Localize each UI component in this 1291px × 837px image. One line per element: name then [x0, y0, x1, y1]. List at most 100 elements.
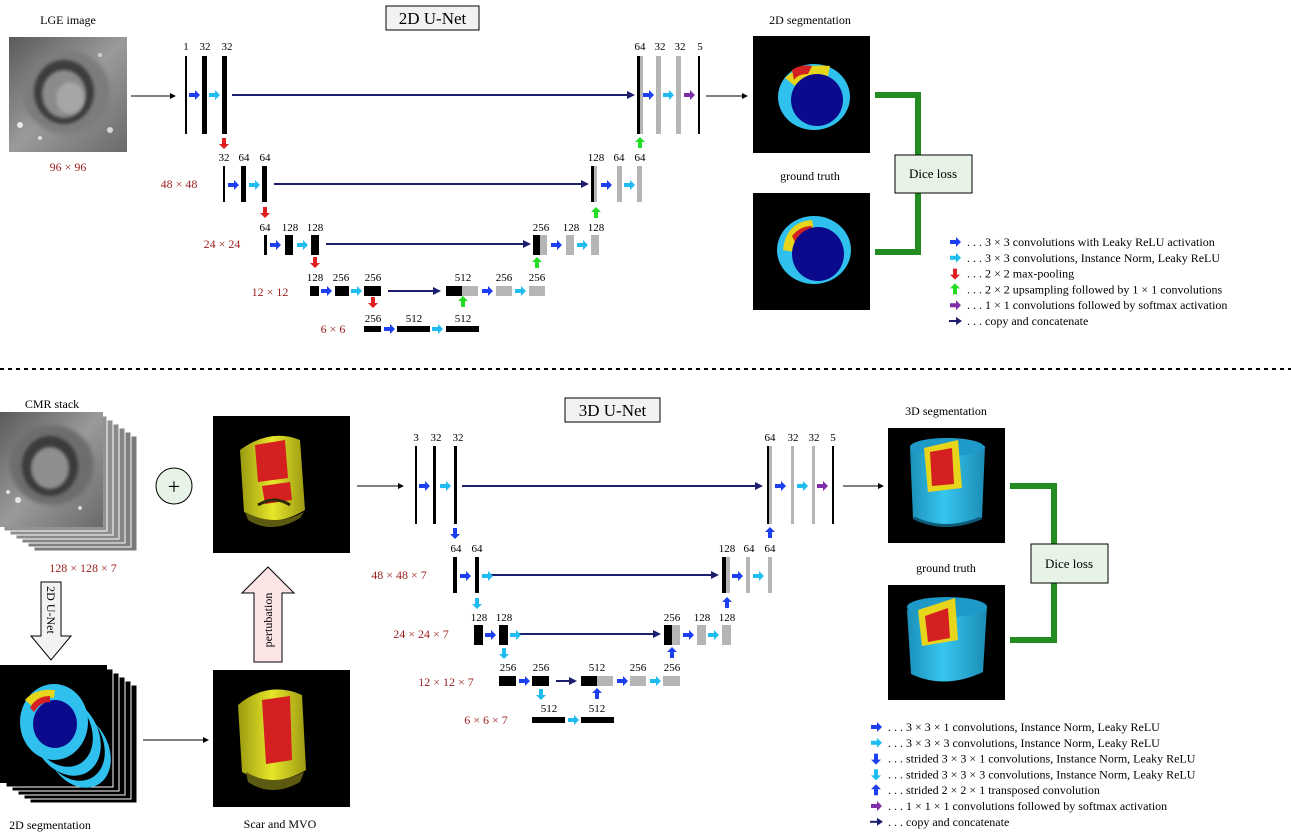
operation-arrow-icon — [384, 324, 395, 334]
unet2d-arrow-label: 2D U-Net — [44, 586, 58, 634]
operation-arrow-icon — [485, 630, 496, 640]
dec0-ch-2: 32 — [655, 41, 666, 53]
operation-arrow-icon — [635, 137, 645, 148]
operation-arrow-icon — [189, 90, 200, 100]
lge-image-label: LGE image — [40, 13, 96, 27]
dec0-ch-1: 64 — [635, 41, 647, 53]
legend-arrow-icon — [950, 300, 961, 311]
dec3-ch-3: 256 — [529, 272, 546, 284]
scale-24-3d: 24 × 24 × 7 — [393, 627, 449, 641]
enc3-ch-3: 256 — [365, 272, 382, 284]
operation-arrow-icon — [624, 180, 635, 190]
copy-arrow-icon — [877, 817, 883, 826]
scar-perturbed-image — [213, 416, 350, 553]
operation-arrow-icon — [577, 240, 588, 250]
operation-arrow-icon — [419, 481, 430, 491]
legend-item-label: . . . 3 × 3 × 1 convolutions, Instance N… — [888, 720, 1160, 734]
legend-arrow-icon — [871, 769, 881, 781]
enc0-ch-2: 32 — [200, 41, 211, 53]
operation-arrow-icon — [515, 286, 526, 296]
dec3-ch-2: 256 — [496, 272, 513, 284]
legend-item-label: . . . 3 × 3 convolutions with Leaky ReLU… — [967, 235, 1215, 249]
legend-top: . . . 3 × 3 convolutions with Leaky ReLU… — [949, 235, 1227, 328]
operation-arrow-icon — [432, 324, 443, 334]
legend-arrow-icon — [871, 722, 882, 732]
legend-item-label: . . . strided 3 × 3 × 3 convolutions, In… — [888, 767, 1196, 781]
seg3d-label: 3D segmentation — [905, 404, 987, 418]
dec1-3d-ch-2: 64 — [744, 543, 756, 555]
operation-arrow-icon — [270, 240, 281, 250]
seg2d-stack — [0, 665, 138, 804]
enc0-3d-ch-1: 3 — [413, 432, 419, 444]
legend-item-label: . . . 3 × 3 convolutions, Instance Norm,… — [967, 251, 1220, 265]
dice-loss-top: Dice loss — [909, 166, 957, 181]
stack-size: 128 × 128 × 7 — [49, 561, 117, 575]
plus-symbol: + — [168, 474, 180, 499]
legend-item-label: . . . strided 3 × 3 × 1 convolutions, In… — [888, 752, 1196, 766]
gt2d-label: ground truth — [780, 169, 840, 183]
dec3-3d-ch-3: 256 — [664, 662, 681, 674]
dec0-3d-ch-2: 32 — [788, 432, 799, 444]
dec3-3d-ch-2: 256 — [630, 662, 647, 674]
operation-arrow-icon — [460, 571, 471, 581]
operation-arrow-icon — [708, 630, 719, 640]
legend-item-label: . . . 1 × 1 × 1 convolutions followed by… — [888, 799, 1167, 813]
dec2-ch-3: 128 — [588, 222, 605, 234]
operation-arrow-icon — [551, 240, 562, 250]
operation-arrow-icon — [351, 286, 362, 296]
enc4-ch-3: 512 — [455, 313, 472, 325]
scale-12: 12 × 12 — [252, 285, 289, 299]
dec2-ch-1: 256 — [533, 222, 550, 234]
legend-item-label: . . . 2 × 2 max-pooling — [967, 267, 1074, 281]
dec1-3d-ch-1: 128 — [719, 543, 736, 555]
dec0-ch-3: 32 — [675, 41, 686, 53]
legend-item-label: . . . 2 × 2 upsampling followed by 1 × 1… — [967, 282, 1223, 296]
operation-arrow-icon — [684, 90, 695, 100]
gt2d-image — [753, 193, 870, 310]
operation-arrow-icon — [228, 180, 239, 190]
operation-arrow-icon — [592, 688, 602, 699]
cmr-stack — [0, 412, 138, 552]
legend-arrow-icon — [950, 237, 961, 247]
scar-mvo-label: Scar and MVO — [244, 817, 317, 831]
enc2-3d-ch-1: 128 — [471, 612, 488, 624]
scale-48-3d: 48 × 48 × 7 — [371, 568, 427, 582]
operation-arrow-icon — [482, 571, 493, 581]
operation-arrow-icon — [765, 527, 775, 538]
seg3d-image — [888, 428, 1005, 543]
legend-arrow-icon — [871, 784, 881, 796]
enc2-ch-3: 128 — [307, 222, 324, 234]
operation-arrow-icon — [310, 257, 320, 268]
operation-arrow-icon — [797, 481, 808, 491]
enc3-ch-2: 256 — [333, 272, 350, 284]
operation-arrow-icon — [209, 90, 220, 100]
legend-arrow-icon — [871, 801, 882, 811]
operation-arrow-icon — [472, 598, 482, 609]
enc3-3d-ch-2: 256 — [533, 662, 550, 674]
dec1-3d-ch-3: 64 — [765, 543, 777, 555]
operation-arrow-icon — [683, 630, 694, 640]
bottom-title: 3D U-Net — [579, 401, 647, 420]
scar-mvo-image — [213, 670, 350, 807]
dec2-3d-ch-1: 256 — [664, 612, 681, 624]
enc1-3d-ch-2: 64 — [472, 543, 484, 555]
gt3d-image — [888, 585, 1005, 700]
operation-arrow-icon — [663, 90, 674, 100]
perturbation-label: pertubation — [261, 593, 275, 648]
operation-arrow-icon — [591, 207, 601, 218]
operation-arrow-icon — [722, 597, 732, 608]
operation-arrow-icon — [499, 648, 509, 659]
enc2-ch-1: 64 — [260, 222, 272, 234]
operation-arrow-icon — [219, 138, 229, 149]
lge-image — [9, 37, 127, 152]
dec1-ch-2: 64 — [614, 152, 626, 164]
dec1-ch-1: 128 — [588, 152, 605, 164]
enc0-ch-3: 32 — [222, 41, 233, 53]
legend-arrow-icon — [950, 283, 960, 295]
operation-arrow-icon — [817, 481, 828, 491]
gt3d-label: ground truth — [916, 561, 976, 575]
feature-map — [222, 56, 227, 134]
enc3-ch-1: 128 — [307, 272, 324, 284]
enc4-3d-ch-2: 512 — [589, 703, 606, 715]
feature-map — [185, 56, 187, 134]
